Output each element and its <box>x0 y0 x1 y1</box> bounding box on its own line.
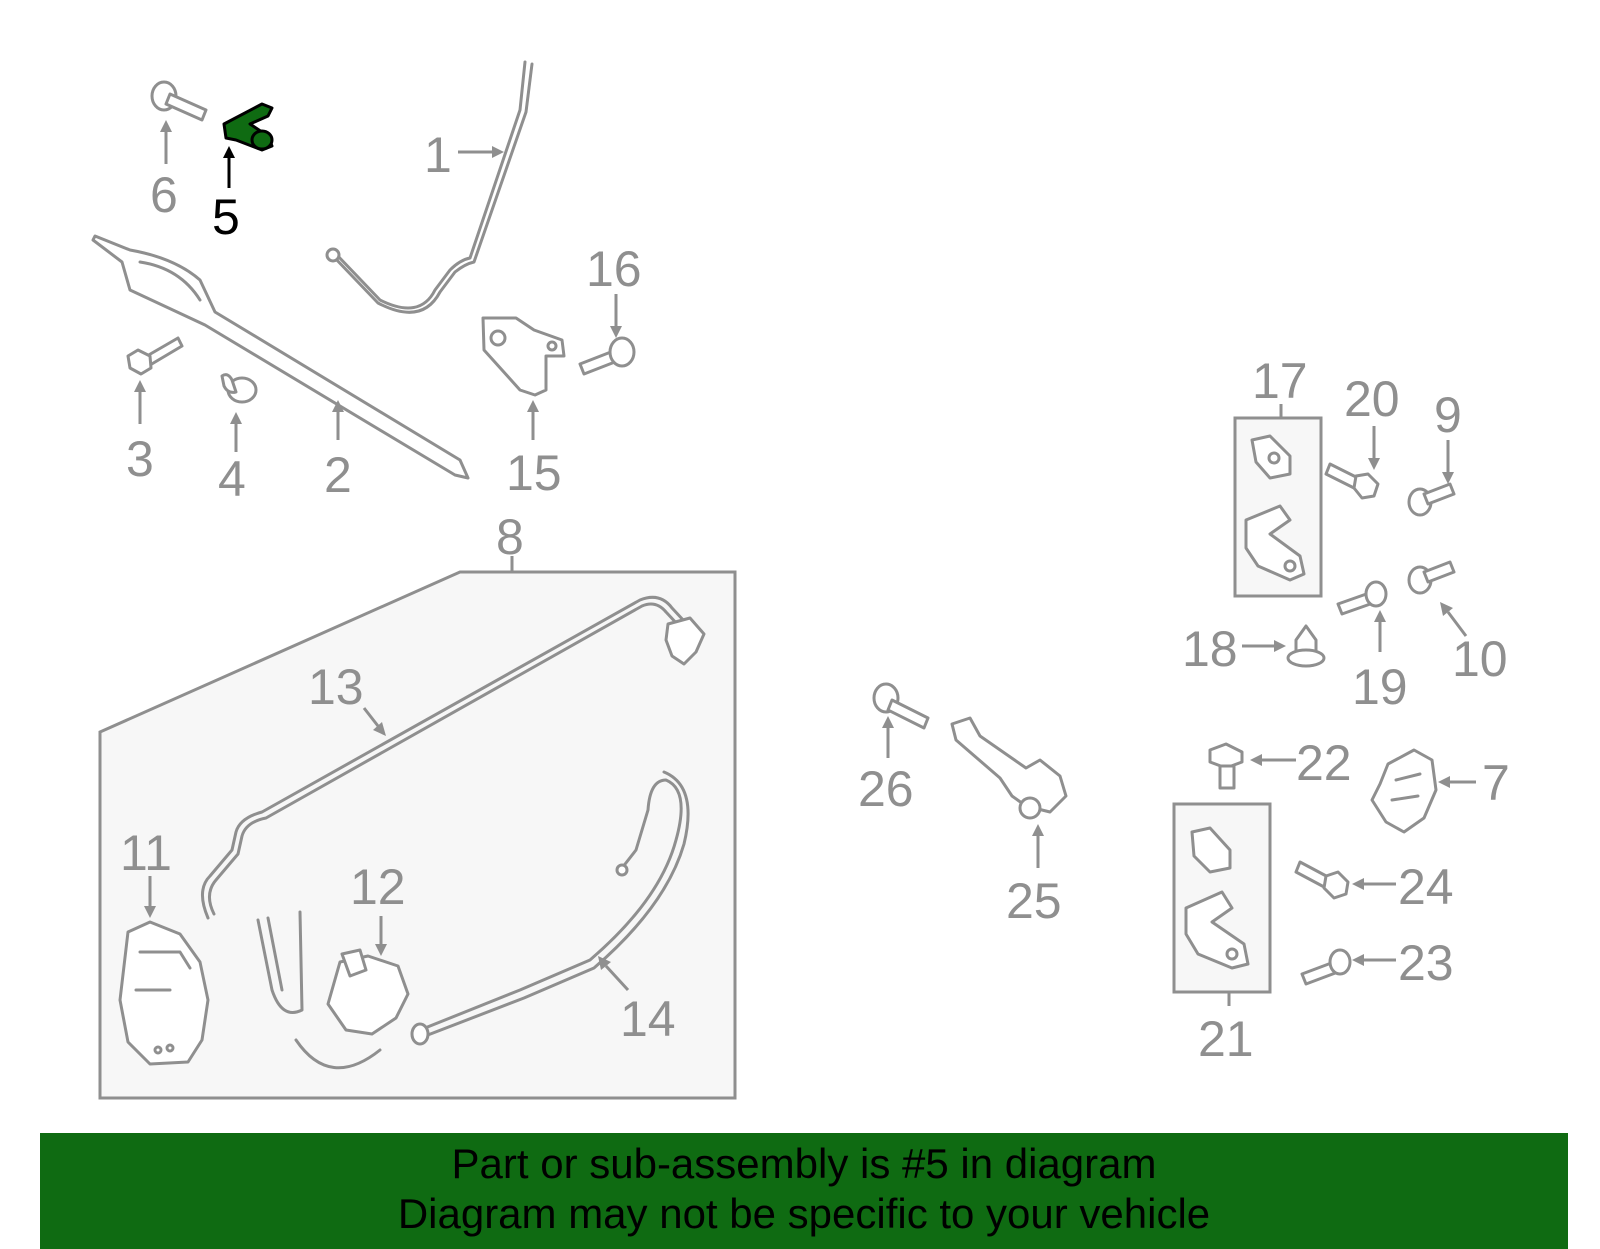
part-13-cable[interactable] <box>201 595 706 920</box>
part-3-bolt[interactable] <box>126 336 184 376</box>
part-4-clip[interactable] <box>220 373 258 404</box>
callout-22: 22 <box>1296 735 1352 791</box>
callout-12: 12 <box>350 859 406 915</box>
part-5-highlighted[interactable] <box>222 102 274 152</box>
callout-1: 1 <box>424 127 452 183</box>
part-17-hinge[interactable] <box>1244 434 1306 582</box>
part-15-bracket[interactable] <box>481 316 566 397</box>
callout-16: 16 <box>586 241 642 297</box>
callout-3: 3 <box>126 431 154 487</box>
part-26-bolt[interactable] <box>872 682 930 730</box>
callout-10: 10 <box>1452 631 1508 687</box>
callout-14: 14 <box>620 991 676 1047</box>
callout-9: 9 <box>1434 387 1462 443</box>
part-11-latch[interactable] <box>118 920 210 1066</box>
part-23-bolt[interactable] <box>1300 948 1352 986</box>
part-14-cable[interactable] <box>410 770 690 1046</box>
callout-labels: 1 2 3 4 5 6 7 8 9 10 11 12 13 14 15 16 1… <box>120 127 1510 1067</box>
info-banner: Part or sub-assembly is #5 in diagram Di… <box>40 1133 1568 1249</box>
callout-19: 19 <box>1352 659 1408 715</box>
part-6-bolt[interactable] <box>150 80 208 122</box>
part-9-bolt[interactable] <box>1407 482 1456 517</box>
callout-25: 25 <box>1006 873 1062 929</box>
part-7-clip[interactable] <box>1370 748 1438 834</box>
part-10-bolt[interactable] <box>1407 560 1456 595</box>
callout-23: 23 <box>1398 935 1454 991</box>
callout-6: 6 <box>150 167 178 223</box>
callout-18: 18 <box>1182 621 1238 677</box>
part-18-clip[interactable] <box>1286 624 1326 668</box>
callout-21: 21 <box>1198 1011 1254 1067</box>
part-12-actuator[interactable] <box>256 910 410 1070</box>
callout-15: 15 <box>506 445 562 501</box>
callout-7: 7 <box>1482 755 1510 811</box>
callout-11: 11 <box>120 825 172 881</box>
part-25-check-strap[interactable] <box>950 716 1068 820</box>
part-16-bolt[interactable] <box>578 336 636 376</box>
callout-20: 20 <box>1344 371 1400 427</box>
part-21-hinge[interactable] <box>1184 826 1250 970</box>
callout-8: 8 <box>496 509 524 565</box>
callout-5: 5 <box>212 189 240 245</box>
callout-arrows <box>134 120 1476 1006</box>
banner-line-2: Diagram may not be specific to your vehi… <box>397 1190 1211 1237</box>
callout-26: 26 <box>858 761 914 817</box>
part-1-rod[interactable] <box>325 60 534 314</box>
callout-17: 17 <box>1252 353 1308 409</box>
part-22-bolt[interactable] <box>1208 742 1244 790</box>
banner-line-1: Part or sub-assembly is #5 in diagram <box>451 1140 1157 1187</box>
callout-24: 24 <box>1398 859 1454 915</box>
callout-2: 2 <box>324 447 352 503</box>
callout-13: 13 <box>308 659 364 715</box>
part-2-channel[interactable] <box>91 234 470 480</box>
part-24-bolt[interactable] <box>1294 860 1350 900</box>
callout-4: 4 <box>218 451 246 507</box>
part-19-bolt[interactable] <box>1336 580 1388 616</box>
part-20-bolt[interactable] <box>1324 462 1380 500</box>
